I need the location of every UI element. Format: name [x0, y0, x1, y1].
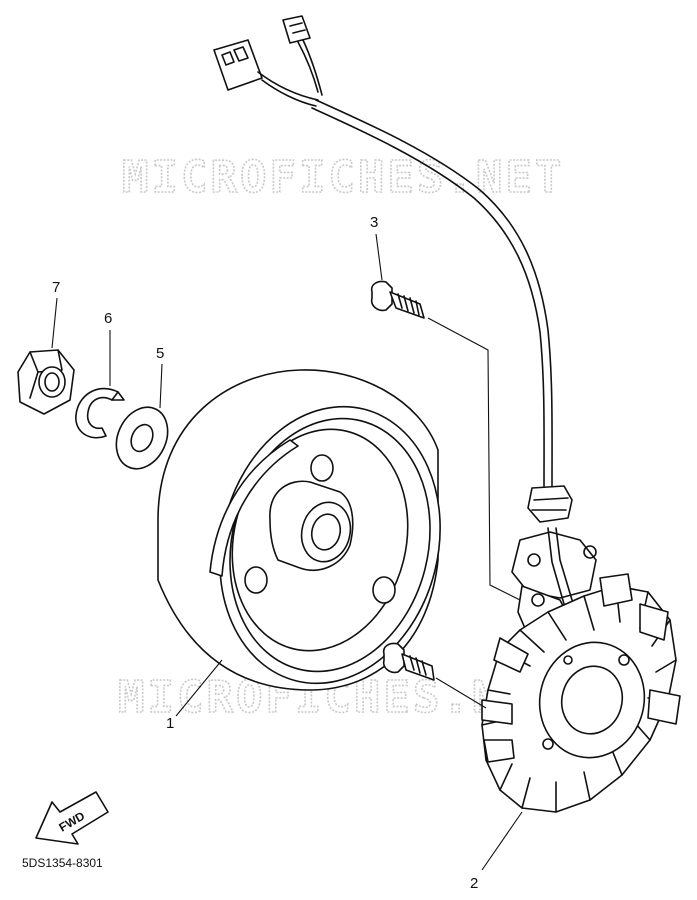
part-3-bolt: 3 [370, 214, 521, 601]
diagram-code: 5DS1354-8301 [22, 856, 103, 870]
callout-number-5: 5 [156, 345, 164, 362]
callout-number-2: 2 [470, 875, 478, 892]
watermark-top: MICROFICHES.NET [122, 152, 564, 203]
part-2-stator-assembly: 2 [382, 527, 681, 892]
part-5-washer: 5 [115, 345, 169, 470]
callout-number-7: 7 [52, 279, 60, 296]
wiring-harness [213, 15, 573, 523]
part-1-flywheel-rotor: 1 [157, 369, 441, 732]
part-7-nut: 7 [17, 279, 75, 415]
fwd-arrow: FWD [35, 791, 109, 845]
callout-number-3: 3 [370, 214, 378, 231]
callout-number-1: 1 [166, 715, 174, 732]
harness-connector-top [282, 15, 323, 96]
callout-number-6: 6 [104, 310, 112, 327]
part-6-lock-washer: 6 [75, 310, 125, 439]
harness-connector-left [213, 39, 319, 107]
